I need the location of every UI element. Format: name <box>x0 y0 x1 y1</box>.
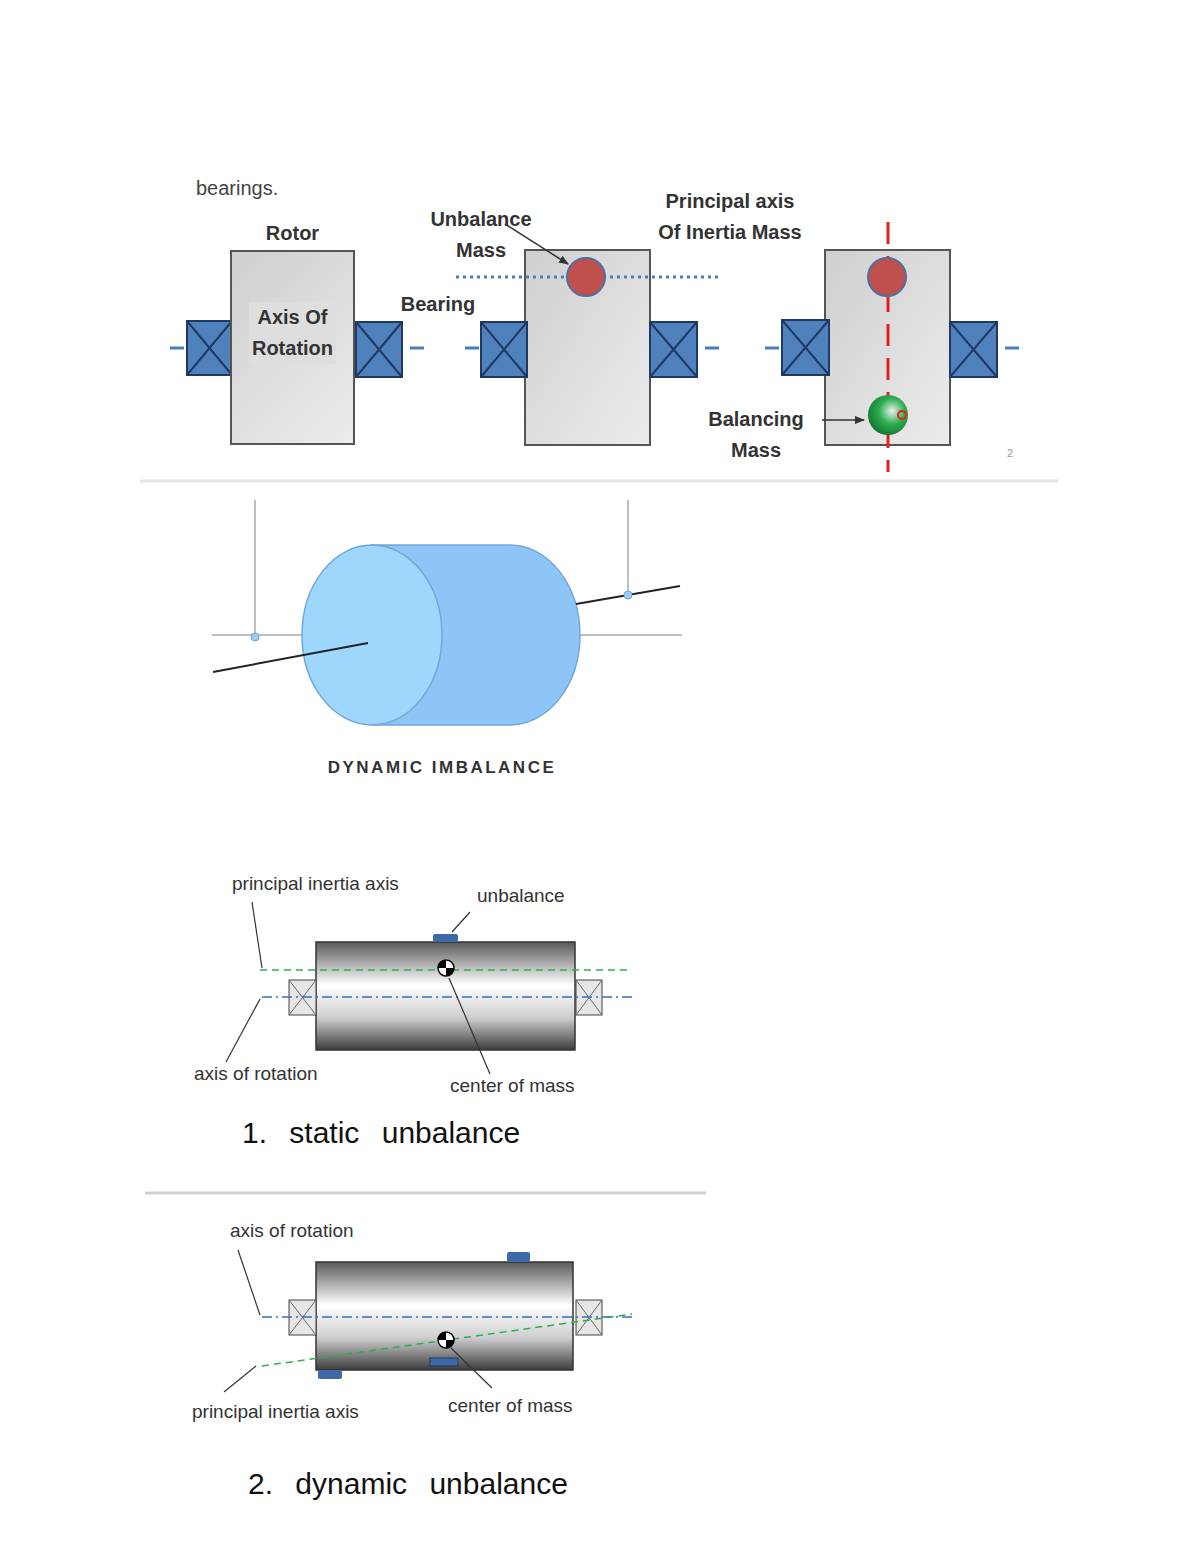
unbalance-mass <box>868 258 906 296</box>
static-rotor <box>452 912 470 932</box>
static-rotor <box>226 999 260 1062</box>
rotor-box: RotorAxis Of Rotation <box>230 250 355 445</box>
cylinder <box>624 591 632 599</box>
page-fragment: bearings. <box>196 176 278 200</box>
balancing-mass <box>868 395 908 435</box>
static-rotor <box>226 902 632 1074</box>
leader-arrow <box>822 419 864 421</box>
cylinder <box>580 634 682 636</box>
cylinder <box>627 500 629 595</box>
dynamic-rotor <box>451 1348 492 1388</box>
cylinder <box>254 500 256 637</box>
part-label: Principal axis Of Inertia Mass <box>655 186 805 248</box>
dynamic-rotor <box>318 1370 342 1379</box>
axis-label: Axis Of Rotation <box>249 302 336 364</box>
part-heading: Rotor <box>266 218 319 249</box>
rotor-box <box>825 250 950 445</box>
bearing-symbol <box>187 321 232 375</box>
static-rotor <box>262 996 632 998</box>
leader-arrow <box>505 224 864 420</box>
separator <box>145 1192 706 1195</box>
axis-label: principal inertia axis <box>192 1401 359 1424</box>
bearing-symbol <box>187 321 232 375</box>
axis-label: axis of rotation <box>194 1063 318 1086</box>
cylinder <box>212 500 682 725</box>
part-label: Unbalance Mass <box>430 204 531 266</box>
dynamic-rotor <box>507 1252 530 1262</box>
dynamic-rotor <box>224 1366 256 1392</box>
dynamic-rotor <box>238 1250 260 1315</box>
dynamic-rotor <box>316 1262 573 1370</box>
figure-title: DYNAMIC IMBALANCE <box>328 758 557 778</box>
dynamic-rotor <box>430 1358 458 1366</box>
bearing-symbol <box>356 322 402 377</box>
static-rotor <box>252 902 262 968</box>
axis-label: principal inertia axis <box>232 873 399 896</box>
bearing-symbol <box>481 322 527 377</box>
dynamic-rotor <box>438 1332 454 1348</box>
axis-label: axis of rotation <box>230 1220 354 1243</box>
bearing-symbol <box>782 320 829 375</box>
cylinder <box>302 545 442 725</box>
static-rotor <box>438 960 454 976</box>
bearing-symbol <box>950 322 997 377</box>
dynamic-rotor <box>224 1250 632 1392</box>
static-rotor <box>316 942 575 1050</box>
separator <box>140 480 1058 483</box>
part-label: unbalance <box>477 885 565 908</box>
cylinder <box>213 643 368 672</box>
bearing-symbol <box>650 322 697 377</box>
static-rotor <box>438 960 454 976</box>
bearing-symbol <box>356 322 402 377</box>
part-label: Balancing Mass <box>708 404 804 466</box>
static-rotor <box>449 978 490 1074</box>
cylinder <box>251 633 259 641</box>
dynamic-rotor <box>262 1316 632 1318</box>
figure-caption: 2. dynamic unbalance <box>248 1466 568 1502</box>
rotor-box <box>525 250 650 445</box>
static-rotor <box>433 934 458 942</box>
unbalance-mass <box>567 258 906 296</box>
bearing-symbol <box>481 322 527 377</box>
part-label: center of mass <box>448 1395 573 1418</box>
bearing-symbol <box>950 322 997 377</box>
dynamic-rotor <box>262 1314 632 1366</box>
figure-caption: 1. static unbalance <box>242 1115 520 1151</box>
static-rotor <box>226 902 490 1074</box>
unbalance-mass <box>567 258 605 296</box>
bearing-symbol <box>782 320 829 375</box>
dynamic-rotor <box>438 1332 454 1348</box>
page-number: 2 <box>1007 447 1013 460</box>
bearing-symbol <box>650 322 697 377</box>
cylinder <box>576 586 680 604</box>
part-label: Bearing <box>401 292 475 316</box>
dynamic-rotor <box>224 1250 492 1392</box>
balancing-mark <box>898 411 906 419</box>
part-label: center of mass <box>450 1075 575 1098</box>
